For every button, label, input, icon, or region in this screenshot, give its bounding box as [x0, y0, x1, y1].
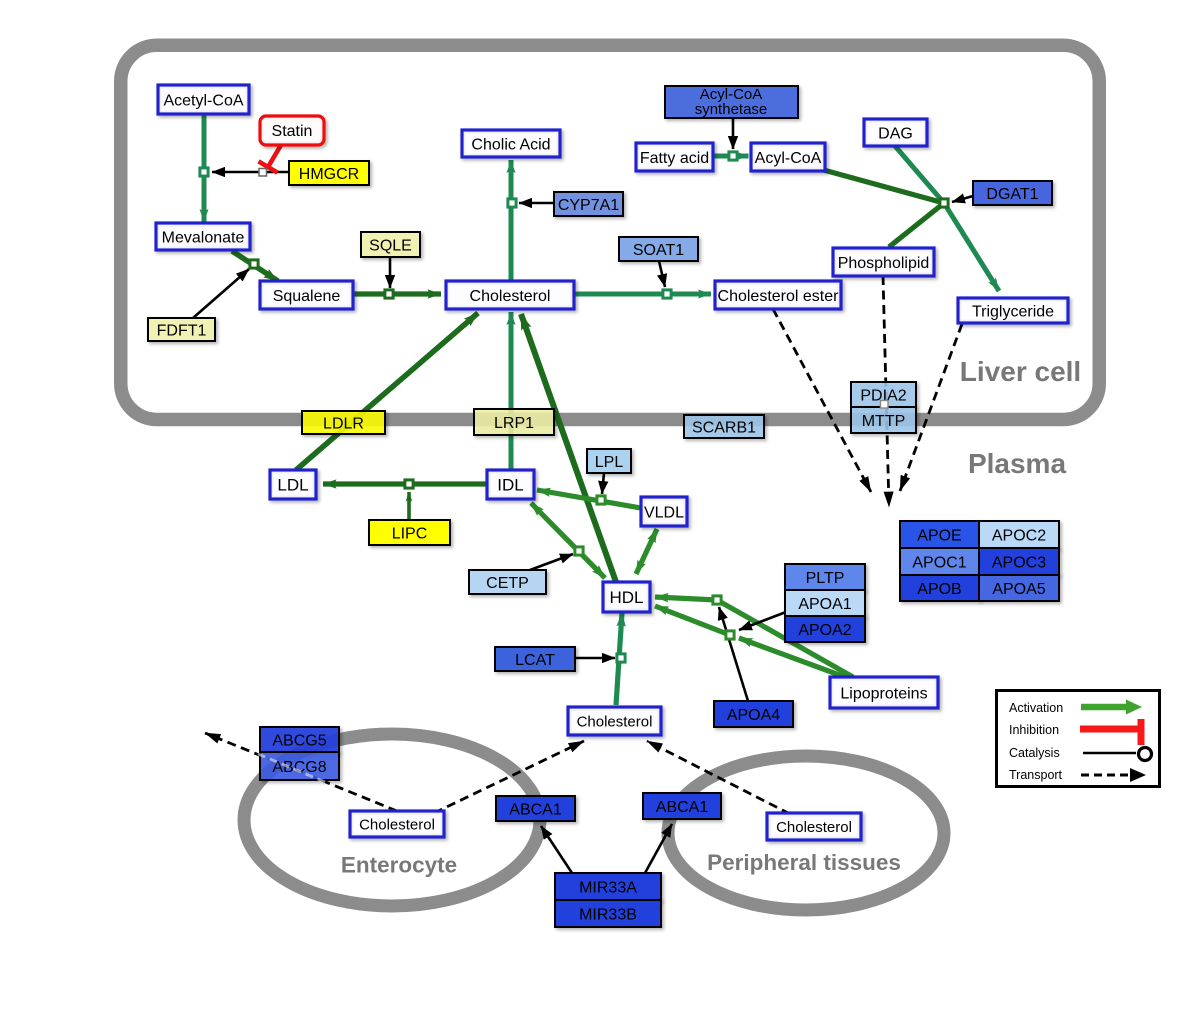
- svg-text:SQLE: SQLE: [369, 237, 412, 254]
- svg-text:PLTP: PLTP: [806, 570, 845, 587]
- svg-text:APOC3: APOC3: [992, 554, 1046, 571]
- svg-text:Triglyceride: Triglyceride: [972, 303, 1054, 320]
- svg-text:Phospholipid: Phospholipid: [838, 255, 930, 272]
- svg-text:DAG: DAG: [878, 125, 913, 142]
- svg-text:synthetase: synthetase: [695, 101, 768, 118]
- svg-text:APOA2: APOA2: [798, 622, 851, 639]
- svg-text:Liver cell: Liver cell: [960, 356, 1081, 387]
- svg-text:APOA4: APOA4: [727, 707, 780, 724]
- svg-text:SCARB1: SCARB1: [692, 419, 756, 436]
- svg-text:APOE: APOE: [917, 527, 961, 544]
- svg-text:LIPC: LIPC: [392, 525, 428, 542]
- svg-text:Enterocyte: Enterocyte: [341, 853, 457, 878]
- svg-text:VLDL: VLDL: [644, 504, 684, 521]
- svg-text:Statin: Statin: [272, 123, 313, 140]
- svg-text:Inhibition: Inhibition: [1009, 723, 1059, 737]
- svg-text:ABCG5: ABCG5: [272, 732, 326, 749]
- svg-text:Acyl-CoA: Acyl-CoA: [755, 150, 822, 167]
- svg-text:Cholesterol: Cholesterol: [577, 713, 653, 730]
- svg-text:ABCA1: ABCA1: [509, 801, 562, 818]
- svg-text:APOC2: APOC2: [992, 527, 1046, 544]
- svg-text:PDIA2: PDIA2: [860, 387, 906, 404]
- svg-text:Acyl-CoA: Acyl-CoA: [700, 86, 763, 103]
- svg-text:Activation: Activation: [1009, 701, 1063, 715]
- svg-text:HDL: HDL: [609, 588, 643, 607]
- svg-text:Fatty acid: Fatty acid: [640, 150, 709, 167]
- svg-text:Cholesterol: Cholesterol: [470, 288, 551, 305]
- svg-text:Peripheral tissues: Peripheral tissues: [707, 850, 901, 875]
- svg-text:IDL: IDL: [497, 476, 523, 495]
- svg-text:LDLR: LDLR: [323, 415, 364, 432]
- svg-text:Cholesterol: Cholesterol: [359, 816, 435, 833]
- svg-text:Mevalonate: Mevalonate: [162, 229, 245, 246]
- svg-text:CYP7A1: CYP7A1: [558, 197, 619, 214]
- svg-text:APOB: APOB: [917, 581, 961, 598]
- svg-text:LRP1: LRP1: [494, 415, 534, 432]
- svg-text:Cholesterol ester: Cholesterol ester: [718, 288, 840, 305]
- svg-text:MIR33A: MIR33A: [579, 879, 637, 896]
- svg-text:Cholic Acid: Cholic Acid: [471, 136, 550, 153]
- svg-text:Squalene: Squalene: [273, 288, 341, 305]
- svg-text:MTTP: MTTP: [862, 413, 906, 430]
- svg-text:Transport: Transport: [1009, 768, 1063, 782]
- svg-text:SOAT1: SOAT1: [633, 242, 684, 259]
- svg-text:Lipoproteins: Lipoproteins: [840, 685, 927, 702]
- svg-text:LDL: LDL: [277, 476, 308, 495]
- svg-text:ABCA1: ABCA1: [656, 799, 709, 816]
- svg-text:FDFT1: FDFT1: [157, 322, 207, 339]
- svg-text:LCAT: LCAT: [515, 652, 555, 669]
- svg-text:ABCG8: ABCG8: [272, 759, 326, 776]
- svg-text:HMGCR: HMGCR: [299, 166, 359, 183]
- svg-text:APOC1: APOC1: [912, 554, 966, 571]
- svg-text:Plasma: Plasma: [968, 448, 1066, 479]
- svg-text:CETP: CETP: [486, 575, 529, 592]
- svg-text:MIR33B: MIR33B: [579, 906, 637, 923]
- svg-text:LPL: LPL: [595, 454, 624, 471]
- svg-text:Acetyl-CoA: Acetyl-CoA: [163, 92, 243, 109]
- svg-text:APOA5: APOA5: [992, 581, 1045, 598]
- svg-text:APOA1: APOA1: [798, 596, 851, 613]
- svg-text:Cholesterol: Cholesterol: [776, 819, 852, 836]
- svg-text:Catalysis: Catalysis: [1009, 746, 1060, 760]
- svg-text:DGAT1: DGAT1: [986, 186, 1038, 203]
